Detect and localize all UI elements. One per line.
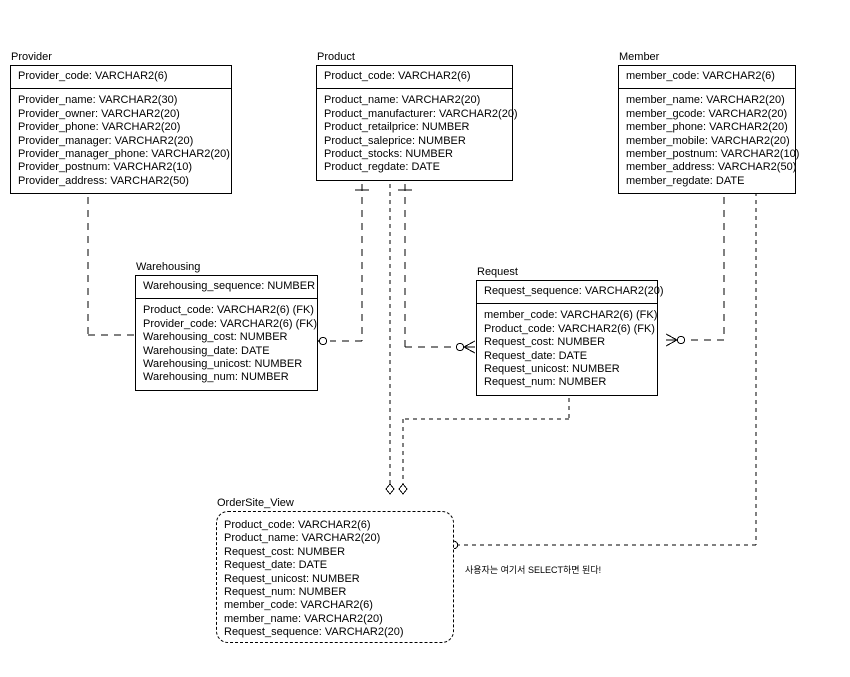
entity-provider[interactable]: Provider Provider_code: VARCHAR2(6) Prov… bbox=[10, 51, 235, 198]
entity-title-request: Request bbox=[477, 266, 518, 278]
attribute: member_postnum: VARCHAR2(10) bbox=[626, 148, 800, 161]
attribute: Product_name: VARCHAR2(20) bbox=[224, 532, 381, 545]
connector-request-ordersiteview bbox=[398, 390, 570, 495]
pk-section-warehousing: Warehousing_sequence: NUMBER bbox=[136, 276, 317, 300]
entity-box-request: Request_sequence: VARCHAR2(20) member_co… bbox=[476, 280, 664, 399]
pk-section-provider: Provider_code: VARCHAR2(6) bbox=[11, 66, 231, 90]
attr-section-request: member_code: VARCHAR2(6) (FK) Product_co… bbox=[477, 304, 657, 394]
entity-title-product: Product bbox=[317, 51, 355, 63]
pk-section-member: member_code: VARCHAR2(6) bbox=[619, 66, 795, 90]
attribute: member_phone: VARCHAR2(20) bbox=[626, 121, 788, 134]
attribute: Request_cost: NUMBER bbox=[484, 336, 606, 349]
entity-title-warehousing: Warehousing bbox=[136, 261, 201, 273]
pk-attribute: Provider_code: VARCHAR2(6) bbox=[18, 70, 168, 82]
entity-title-member: Member bbox=[619, 51, 660, 63]
attribute: Provider_phone: VARCHAR2(20) bbox=[18, 121, 181, 134]
attribute: Product_stocks: NUMBER bbox=[324, 148, 453, 161]
attribute: member_code: VARCHAR2(6) (FK) bbox=[484, 309, 658, 322]
attribute: member_address: VARCHAR2(50) bbox=[626, 161, 797, 174]
attribute: Provider_postnum: VARCHAR2(10) bbox=[18, 161, 193, 174]
entity-request[interactable]: Request Request_sequence: VARCHAR2(20) m… bbox=[476, 266, 664, 399]
attribute: Request_date: DATE bbox=[484, 349, 588, 362]
pk-attribute: Request_sequence: VARCHAR2(20) bbox=[484, 285, 664, 297]
entity-box-provider: Provider_code: VARCHAR2(6) Provider_name… bbox=[10, 65, 235, 198]
attribute: member_code: VARCHAR2(6) bbox=[224, 599, 373, 612]
attribute: Provider_address: VARCHAR2(50) bbox=[18, 174, 189, 187]
entity-box-ordersite-view: Product_code: VARCHAR2(6) Product_name: … bbox=[216, 511, 457, 646]
attribute: Warehousing_date: DATE bbox=[143, 344, 270, 357]
entity-warehousing[interactable]: Warehousing Warehousing_sequence: NUMBER… bbox=[135, 261, 321, 394]
attribute: Warehousing_num: NUMBER bbox=[143, 371, 289, 384]
attribute: Product_manufacturer: VARCHAR2(20) bbox=[324, 107, 518, 120]
entity-box-product: Product_code: VARCHAR2(6) Product_name: … bbox=[316, 65, 518, 184]
connector-member-request bbox=[665, 184, 731, 347]
pk-section-request: Request_sequence: VARCHAR2(20) bbox=[477, 281, 664, 305]
attribute: Request_cost: NUMBER bbox=[224, 545, 346, 558]
pk-attribute: Warehousing_sequence: NUMBER bbox=[143, 280, 316, 292]
attribute: Provider_owner: VARCHAR2(20) bbox=[18, 107, 180, 120]
attribute: Product_code: VARCHAR2(6) bbox=[224, 519, 371, 531]
attr-section-ordersite-view: Product_code: VARCHAR2(6) Product_name: … bbox=[217, 512, 453, 645]
attribute: Product_retailprice: NUMBER bbox=[324, 121, 470, 134]
annotation-select-note: 사용자는 여기서 SELECT하면 된다! bbox=[465, 565, 602, 575]
connector-product-ordersiteview bbox=[385, 184, 395, 495]
connector-product-request bbox=[398, 184, 476, 354]
entity-product[interactable]: Product Product_code: VARCHAR2(6) Produc… bbox=[316, 51, 518, 184]
attribute: Request_num: NUMBER bbox=[484, 376, 607, 389]
entity-title-ordersite-view: OrderSite_View bbox=[217, 497, 294, 509]
attribute: Provider_manager: VARCHAR2(20) bbox=[18, 134, 194, 147]
attribute: member_mobile: VARCHAR2(20) bbox=[626, 134, 790, 147]
attribute: Request_num: NUMBER bbox=[224, 586, 347, 599]
attribute: Product_code: VARCHAR2(6) (FK) bbox=[484, 322, 655, 335]
pk-attribute: Product_code: VARCHAR2(6) bbox=[324, 70, 471, 82]
attribute: Warehousing_unicost: NUMBER bbox=[143, 358, 303, 371]
attribute: Request_unicost: NUMBER bbox=[224, 572, 360, 585]
attribute: member_name: VARCHAR2(20) bbox=[626, 94, 785, 107]
pk-section-product: Product_code: VARCHAR2(6) bbox=[317, 66, 512, 90]
attr-section-warehousing: Product_code: VARCHAR2(6) (FK) Provider_… bbox=[136, 299, 317, 389]
entity-box-warehousing: Warehousing_sequence: NUMBER Product_cod… bbox=[135, 275, 321, 394]
attribute: member_name: VARCHAR2(20) bbox=[224, 612, 383, 625]
attr-section-product: Product_name: VARCHAR2(20) Product_manuf… bbox=[317, 89, 518, 179]
attribute: member_regdate: DATE bbox=[626, 174, 745, 187]
entity-ordersite-view[interactable]: OrderSite_View Product_code: VARCHAR2(6)… bbox=[216, 497, 457, 646]
entity-title-provider: Provider bbox=[11, 51, 52, 63]
attr-section-provider: Provider_name: VARCHAR2(30) Provider_own… bbox=[11, 89, 231, 193]
attribute: Request_unicost: NUMBER bbox=[484, 363, 620, 376]
attribute: member_gcode: VARCHAR2(20) bbox=[626, 107, 788, 120]
pk-attribute: member_code: VARCHAR2(6) bbox=[626, 70, 775, 82]
attribute: Provider_code: VARCHAR2(6) (FK) bbox=[143, 317, 318, 330]
attribute: Request_date: DATE bbox=[224, 559, 328, 572]
attr-section-member: member_name: VARCHAR2(20) member_gcode: … bbox=[619, 89, 800, 193]
entity-box-member: member_code: VARCHAR2(6) member_name: VA… bbox=[618, 65, 800, 198]
attribute: Warehousing_cost: NUMBER bbox=[143, 331, 288, 344]
attribute: Provider_manager_phone: VARCHAR2(20) bbox=[18, 148, 230, 161]
attribute: Product_regdate: DATE bbox=[324, 161, 440, 174]
attribute: Product_saleprice: NUMBER bbox=[324, 134, 466, 147]
attribute: Provider_name: VARCHAR2(30) bbox=[18, 94, 178, 107]
attribute: Product_code: VARCHAR2(6) (FK) bbox=[143, 304, 314, 317]
attribute: Request_sequence: VARCHAR2(20) bbox=[224, 626, 404, 639]
attribute: Product_name: VARCHAR2(20) bbox=[324, 94, 481, 107]
entity-member[interactable]: Member member_code: VARCHAR2(6) member_n… bbox=[618, 51, 800, 198]
